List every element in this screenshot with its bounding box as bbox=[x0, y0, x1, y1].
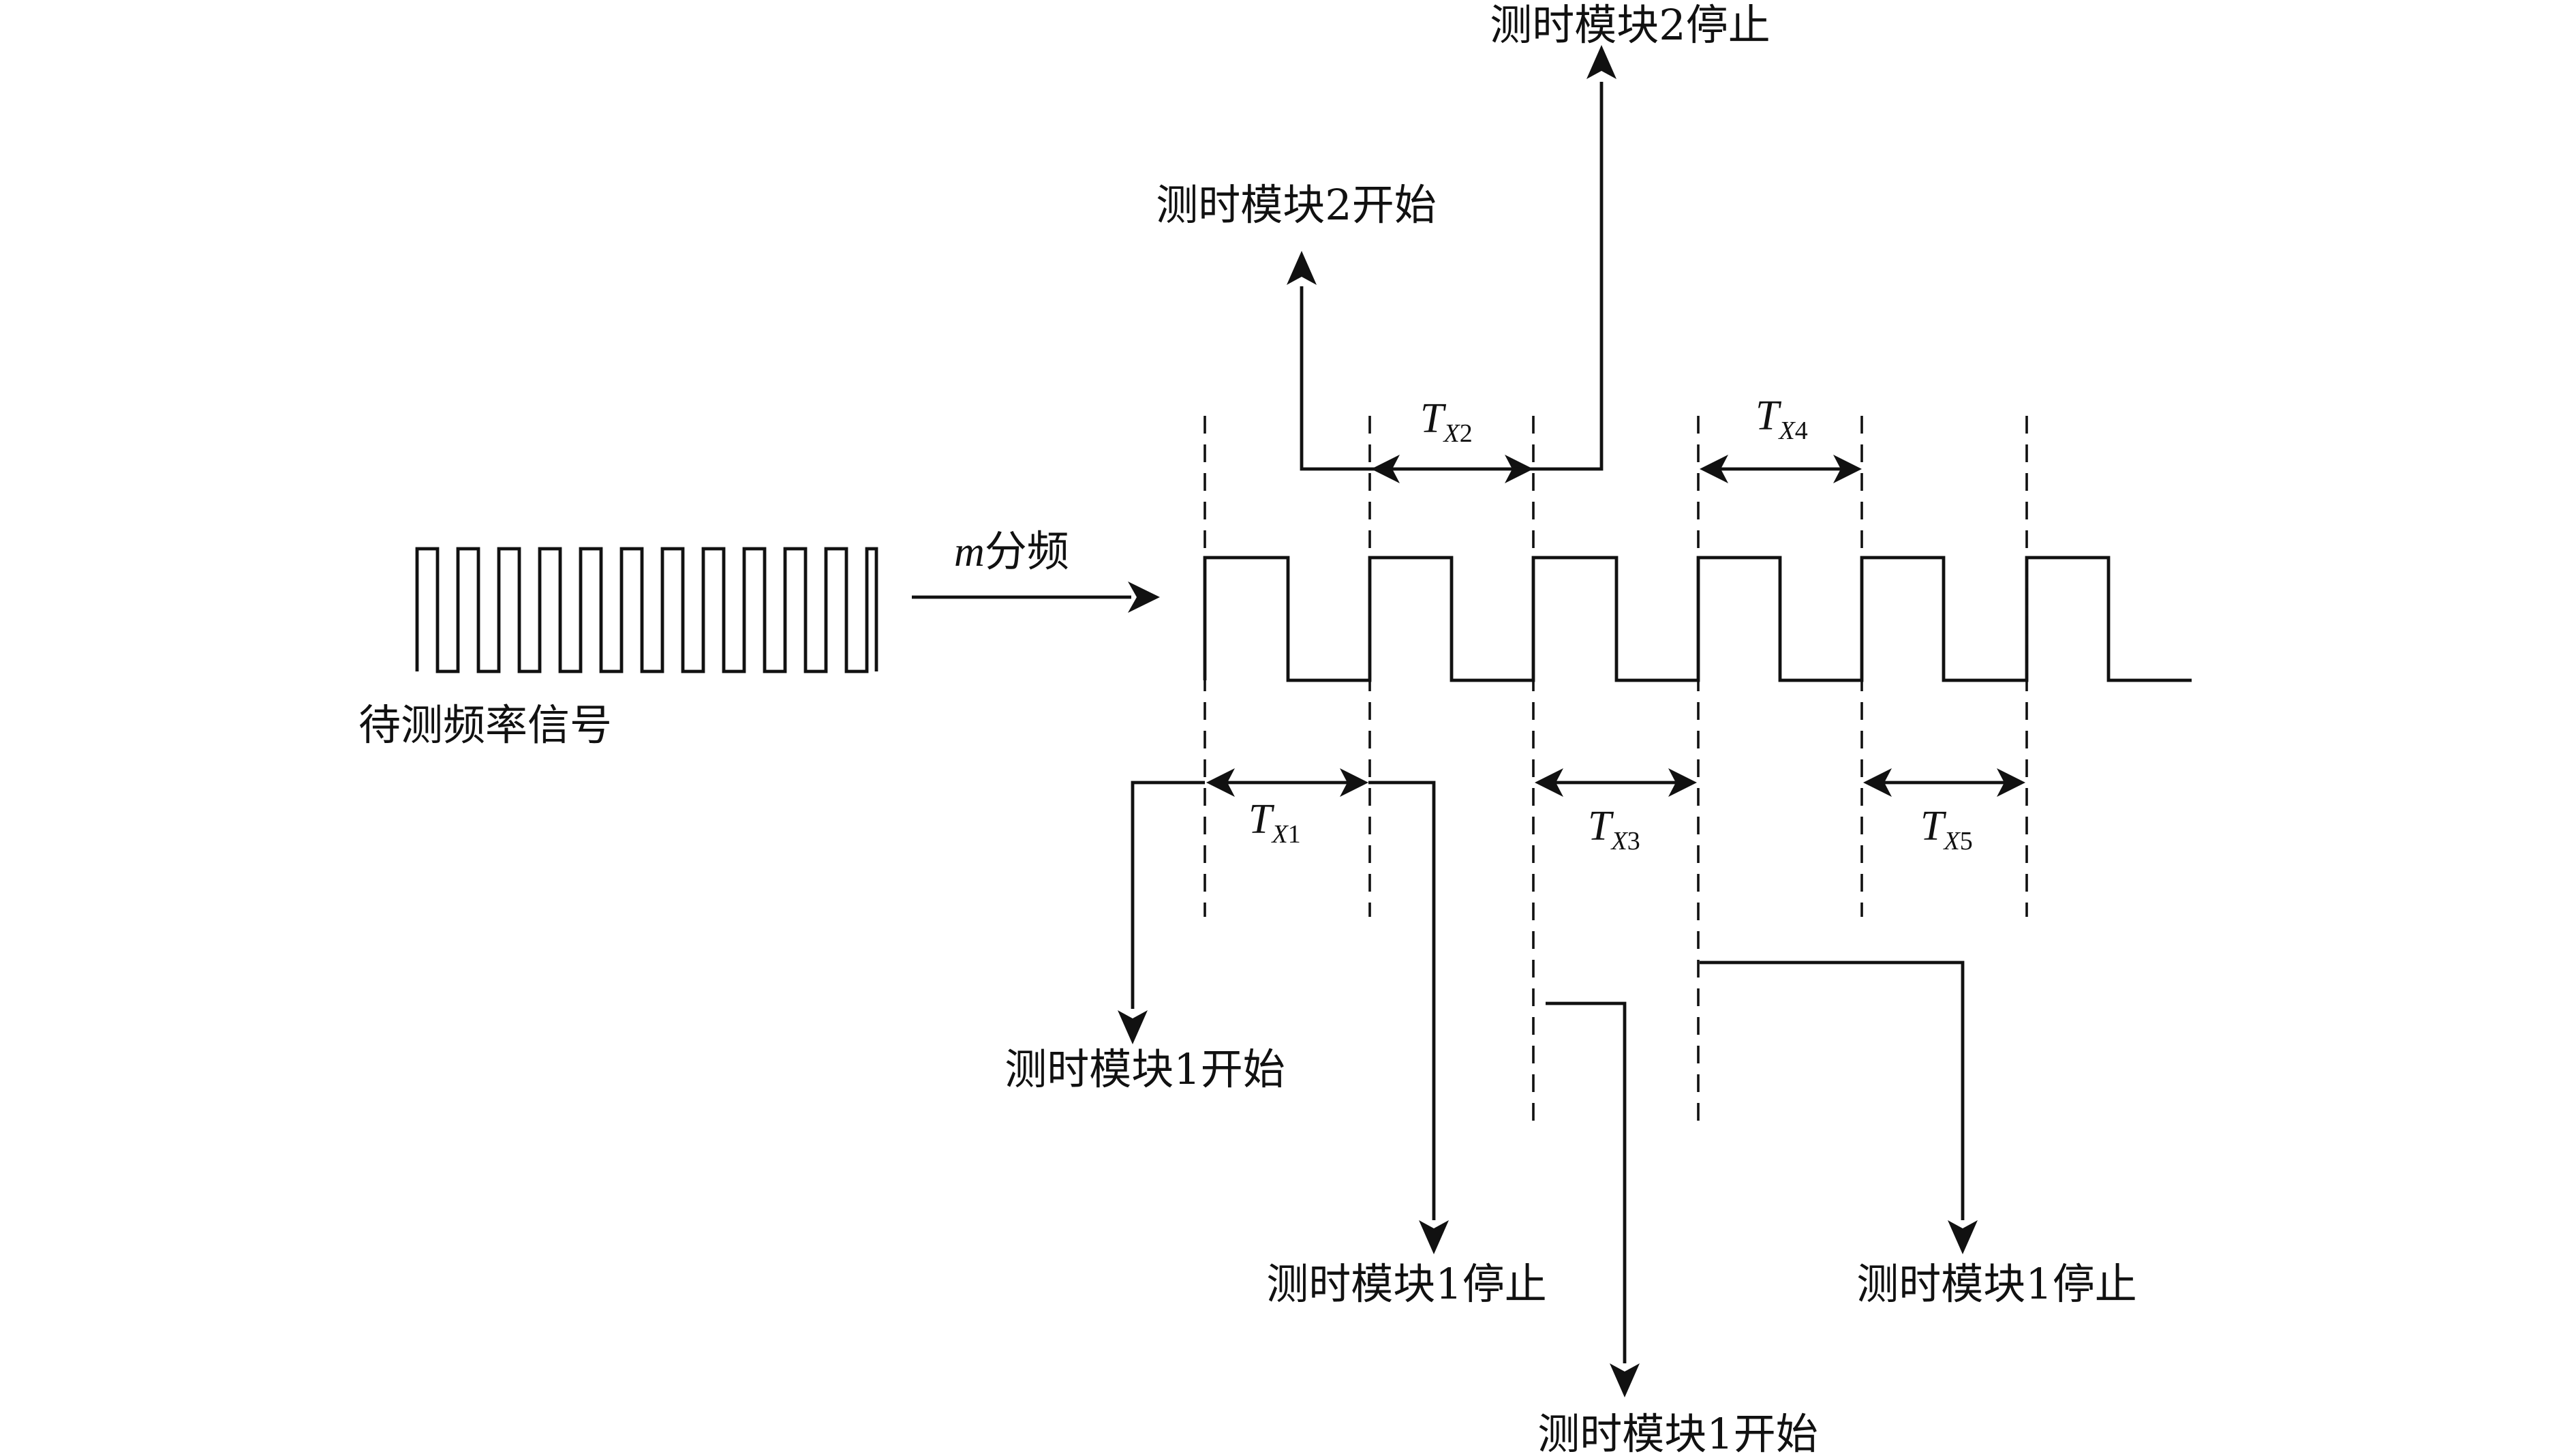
interval-label-tx3: TX3 bbox=[1588, 803, 1640, 855]
module2-stop-label: 测时模块2停止 bbox=[1490, 0, 1770, 50]
interval-label-tx1: TX1 bbox=[1248, 796, 1301, 849]
divider-label: m分频 bbox=[954, 526, 1069, 576]
divider-variable: m bbox=[954, 529, 985, 575]
module1-stop-label-a: 测时模块1停止 bbox=[1266, 1259, 1546, 1309]
module2-start-label: 测时模块2开始 bbox=[1156, 180, 1436, 230]
input-signal-label: 待测频率信号 bbox=[358, 700, 612, 750]
interval-label-tx5: TX5 bbox=[1920, 803, 1973, 855]
module2-start-connector bbox=[1287, 251, 1392, 471]
interval-label-tx2: TX2 bbox=[1420, 395, 1473, 448]
input-signal-waveform bbox=[415, 547, 878, 673]
module1-stop-connector-b bbox=[1700, 960, 1978, 1254]
interval-arrow-tx1 bbox=[1206, 768, 1368, 797]
module1-start-label-a: 测时模块1开始 bbox=[1005, 1044, 1285, 1094]
module1-start-label-b: 测时模块1开始 bbox=[1537, 1409, 1818, 1454]
module2-stop-connector bbox=[1513, 45, 1616, 471]
interval-arrow-tx2 bbox=[1371, 455, 1533, 483]
interval-arrow-tx5 bbox=[1863, 768, 2025, 797]
divider-arrowhead bbox=[1128, 581, 1160, 613]
interval-label-tx4: TX4 bbox=[1755, 393, 1808, 445]
divider-text: 分频 bbox=[985, 526, 1069, 576]
module1-stop-label-b: 测时模块1停止 bbox=[1856, 1259, 2136, 1309]
interval-arrow-tx3 bbox=[1535, 768, 1697, 797]
module1-start-connector-a bbox=[1118, 781, 1205, 1044]
interval-arrow-tx4 bbox=[1700, 455, 1862, 483]
module1-start-connector-b bbox=[1546, 1001, 1640, 1397]
module1-stop-connector-a bbox=[1368, 781, 1449, 1254]
